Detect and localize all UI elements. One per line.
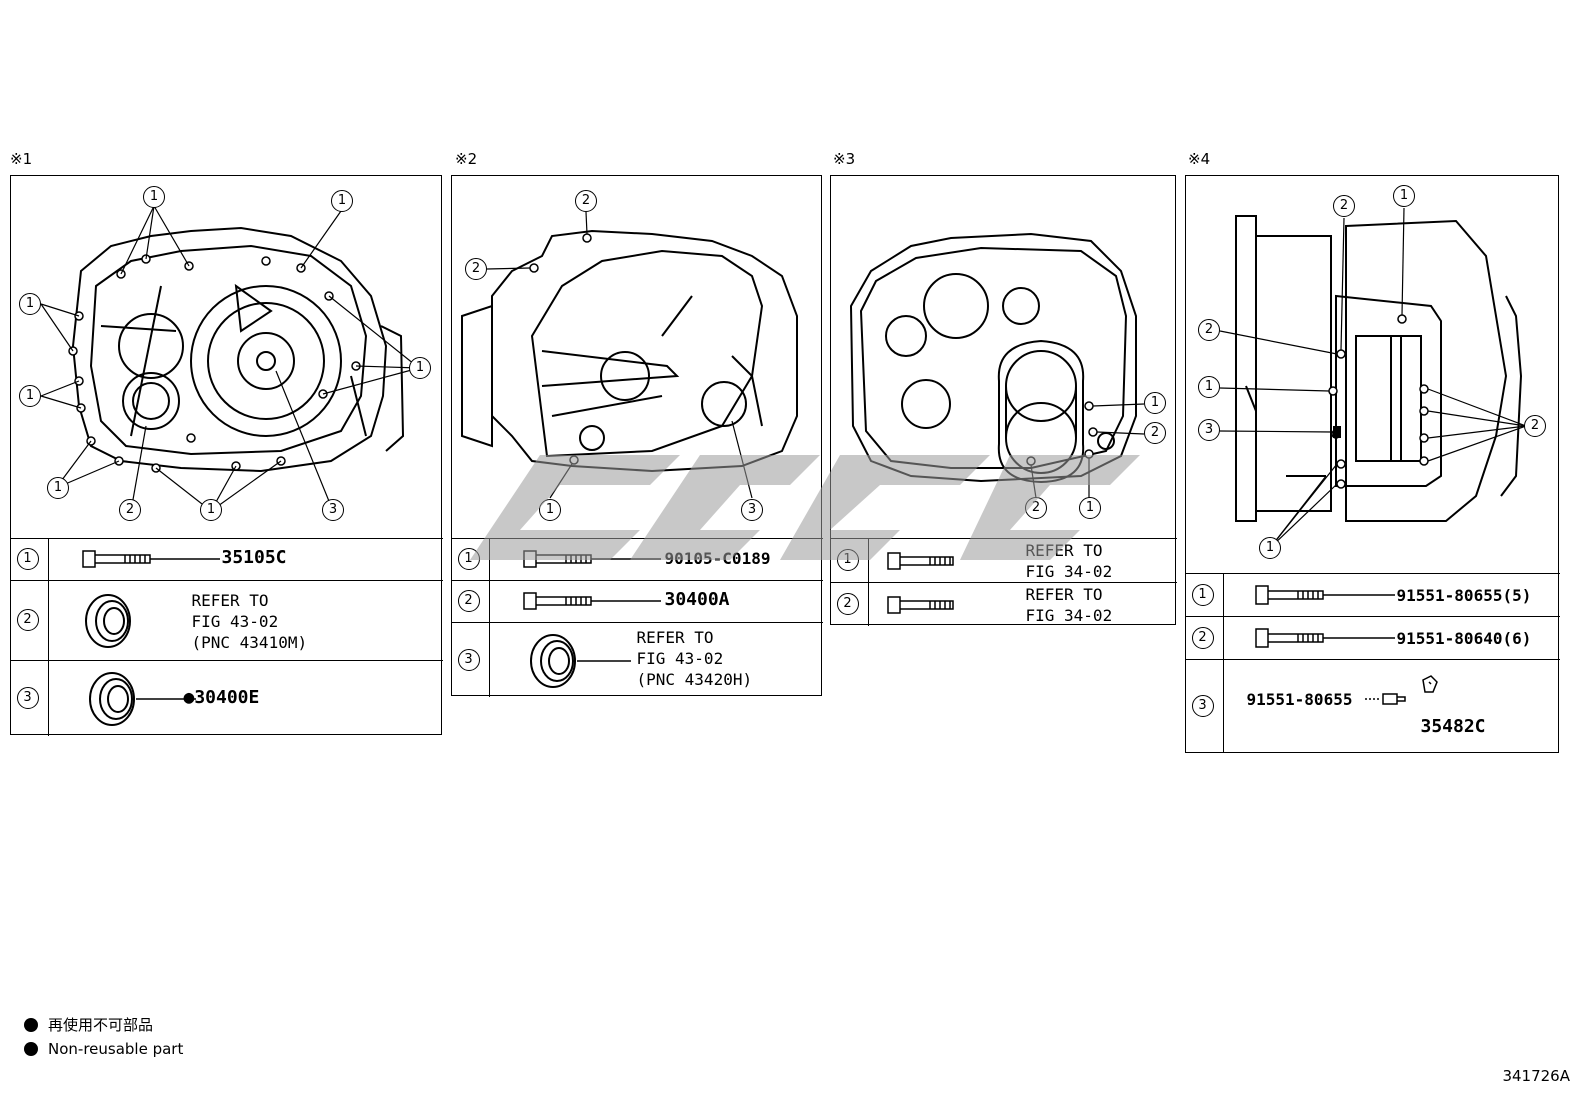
view3-row-number: 1 [836,549,859,571]
part-number: 30400A [664,589,730,610]
view3-callout: 2 [1025,497,1047,519]
illustration-id: 341726A [1502,1067,1570,1085]
ref-line: FIG 34-02 [1025,562,1113,581]
view4-row-2: 2 91551-80640(6) [1184,616,1560,659]
view3-panel: 1 2 2 1 1 REFER TO FIG 34-02 2 REFER TO … [829,175,1177,626]
view3-row-1: 1 REFER TO FIG 34-02 [829,538,1177,582]
view3-callout: 1 [1144,392,1166,414]
view1-row-3: 3 ●30400E [9,660,443,736]
legend-text-en: Non-reusable part [48,1040,184,1058]
view4-row-number: 2 [1191,627,1214,649]
bolt-icon [81,550,220,568]
part-number: 35482C [1420,716,1486,737]
ref-line: REFER TO [636,628,714,647]
view2-callout: 2 [575,190,597,212]
view2-row-2: 2 30400A [450,580,823,622]
view4-mark: ※4 [1188,150,1211,168]
view1-callout: 1 [47,477,69,499]
view4-row-3: 3 91551-80655 35482C [1184,659,1560,752]
part-number: 91551-80655 [1246,690,1353,709]
view3-drawing [849,232,1145,499]
part-number: ●30400E [183,687,260,708]
ref-line: FIG 34-02 [1025,606,1113,625]
view1-row-1: 1 35105C [9,538,443,580]
view4-callout: 2 [1198,319,1220,341]
view2-mark: ※2 [455,150,478,168]
view2-row-1: 1 90105-C0189 [450,538,823,580]
bolt-icon [886,552,954,570]
part-number: 90105-C0189 [664,549,771,568]
view4-callout: 1 [1259,537,1281,559]
view4-callout: 1 [1393,185,1415,207]
non-reusable-dot-icon [24,1042,38,1056]
view1-callout: 1 [143,186,165,208]
view1-callout: 1 [331,190,353,212]
view1-callout: 3 [322,499,344,521]
legend-line-1: 再使用不可部品 [24,1014,153,1035]
part-number: 91551-80655(5) [1396,586,1532,605]
oil-seal-icon [84,594,131,648]
legend-line-2: Non-reusable part [24,1040,183,1058]
view4-callout: 2 [1333,195,1355,217]
oil-seal-icon [529,634,631,688]
view3-row-2: 2 REFER TO FIG 34-02 [829,582,1177,626]
view2-drawing [461,211,798,499]
view2-row-number: 3 [457,649,480,671]
ref-line: REFER TO [1025,541,1103,560]
view1-row-2: 2 REFER TO FIG 43-02 (PNC 43410M) [9,580,443,660]
view3-row-number: 2 [836,593,859,615]
view1-callout: 1 [200,499,222,521]
view1-panel: 1 1 1 1 1 1 2 1 3 1 35105C 2 REFER TO FI… [9,175,443,736]
view2-row-number: 1 [457,548,480,570]
ref-line: (PNC 43410M) [191,633,308,652]
bolt-icon [886,596,954,614]
view4-panel: 2 1 2 1 3 2 1 1 91551-80655(5) 2 91551-8… [1184,175,1560,753]
bolt-icon [1254,585,1395,605]
view4-row-number: 3 [1191,695,1214,717]
view3-callout: 1 [1079,497,1101,519]
view2-callout: 2 [465,258,487,280]
view4-callout: 3 [1198,419,1220,441]
bolt-icon [522,550,661,568]
view4-drawing [1219,207,1527,549]
view3-mark: ※3 [833,150,856,168]
view4-row-number: 1 [1191,584,1214,606]
view1-callout: 2 [119,499,141,521]
sensor-bracket-icon [1364,675,1438,705]
view2-callout: 3 [741,499,763,521]
view1-callout: 1 [19,385,41,407]
ref-line: REFER TO [1025,585,1103,604]
view2-callout: 1 [539,499,561,521]
view1-callout: 1 [409,357,431,379]
ref-line: FIG 43-02 [191,612,279,631]
view1-row-number: 1 [16,548,39,570]
view4-callout: 2 [1524,415,1546,437]
view1-drawing [40,205,420,512]
bolt-icon [1254,628,1395,648]
ref-line: (PNC 43420H) [636,670,753,689]
view1-callout: 1 [19,293,41,315]
part-number: 35105C [221,547,287,568]
view4-callout: 1 [1198,376,1220,398]
view3-callout: 2 [1144,422,1166,444]
view2-panel: 2 2 1 3 1 90105-C0189 2 30400A 3 REFER T… [450,175,823,697]
ref-line: FIG 43-02 [636,649,724,668]
view2-row-3: 3 REFER TO FIG 43-02 (PNC 43420H) [450,622,823,697]
view1-mark: ※1 [10,150,33,168]
oil-seal-icon [88,672,196,726]
bolt-icon [522,592,661,610]
part-number: 91551-80640(6) [1396,629,1532,648]
ref-line: REFER TO [191,591,269,610]
view4-row-1: 1 91551-80655(5) [1184,573,1560,616]
legend-text-jp: 再使用不可部品 [48,1016,154,1034]
non-reusable-dot-icon [24,1018,38,1032]
view1-row-number: 3 [16,687,39,709]
view1-row-number: 2 [16,609,39,631]
view2-row-number: 2 [457,590,480,612]
